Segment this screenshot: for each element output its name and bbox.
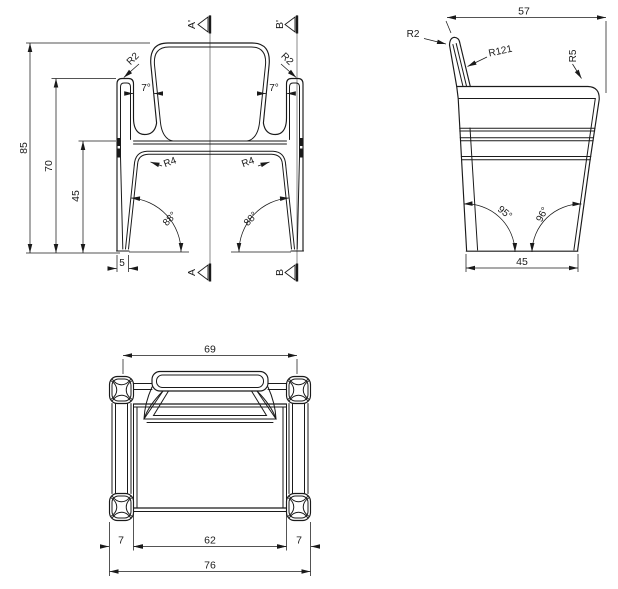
plan-post-bottom-left	[108, 492, 135, 522]
plan-armrest-right	[288, 403, 309, 494]
dim-69-label: 69	[204, 344, 216, 356]
plan-seat-frame	[132, 403, 288, 512]
dim-45-label: 45	[70, 190, 82, 202]
angle-88-right-label: 88°	[242, 210, 260, 229]
r121-leader	[467, 56, 488, 67]
front-backrest-inner	[153, 46, 267, 142]
plan-backrest	[133, 370, 287, 423]
radius-r4-right-label: R4	[240, 155, 256, 170]
dim-70-label: 70	[43, 160, 55, 172]
radius-r4-left-label: R4	[162, 155, 178, 170]
section-marker-a-top	[196, 14, 212, 35]
side-backrest-curve1	[452, 44, 464, 87]
radius-r5-label: R5	[568, 49, 579, 62]
section-marker-b-top	[283, 14, 299, 35]
angle-7-right-label: 7°	[269, 83, 279, 94]
angle-96-arc	[529, 201, 582, 253]
r5-leader	[572, 63, 582, 79]
side-front-edge	[448, 44, 468, 252]
side-view: 57 R2 R121 R5 95° 96° 45	[407, 6, 607, 272]
section-a-bottom-label: A	[186, 269, 198, 276]
dim-62-label: 62	[204, 535, 216, 547]
angle-96-label: 96°	[534, 206, 551, 225]
dim-7-right-label: 7	[296, 535, 302, 547]
side-front-leg-inner	[469, 127, 479, 251]
angle-7-left-label: 7°	[141, 83, 151, 94]
plan-view: 69 7 62 7 76	[100, 344, 320, 576]
section-b-bottom-label: B	[274, 269, 286, 276]
angle-95-arc	[463, 201, 518, 253]
dim-76-label: 76	[204, 560, 216, 572]
dim-7-left-label: 7	[118, 535, 124, 547]
section-b-top-label: B'	[274, 20, 286, 29]
radius-r2-side-label: R2	[407, 29, 420, 40]
front-seat-bottom-line	[133, 150, 287, 166]
section-marker-a-bottom	[196, 262, 212, 283]
front-chair-outer-contour	[116, 42, 304, 252]
side-backrest-cap	[448, 36, 461, 46]
plan-post-bottom-right	[285, 492, 312, 522]
dim-45-side-label: 45	[516, 256, 528, 268]
r2-leader-side	[423, 38, 447, 45]
section-a-top-label: A'	[186, 20, 198, 29]
plan-post-top-right	[285, 375, 312, 405]
front-seat-bottom-line2	[137, 153, 283, 165]
radius-r2-left-label: R2	[125, 51, 142, 68]
side-rail-top	[456, 85, 600, 252]
dim-57-label: 57	[518, 6, 530, 18]
side-back-leg-inner	[573, 98, 596, 251]
side-backrest-curve2	[455, 43, 468, 87]
plan-post-top-left	[108, 375, 135, 405]
dim-85-label: 85	[18, 142, 30, 154]
side-backrest-rear-edge	[459, 41, 471, 88]
front-left-half	[117, 64, 190, 252]
front-view: 85 70 45 5 7° 7° R2 R2 R4 R4 88° 88° A' …	[18, 14, 304, 283]
radius-r2-right-label: R2	[278, 51, 295, 68]
angle-95-label: 95°	[495, 204, 514, 222]
plan-armrest-left	[111, 403, 132, 494]
section-marker-b-bottom	[283, 262, 299, 283]
angle-88-left-label: 88°	[161, 210, 179, 229]
radius-r121-label: R121	[488, 44, 514, 60]
front-right-half	[231, 64, 304, 252]
dim-5-label: 5	[119, 258, 125, 269]
